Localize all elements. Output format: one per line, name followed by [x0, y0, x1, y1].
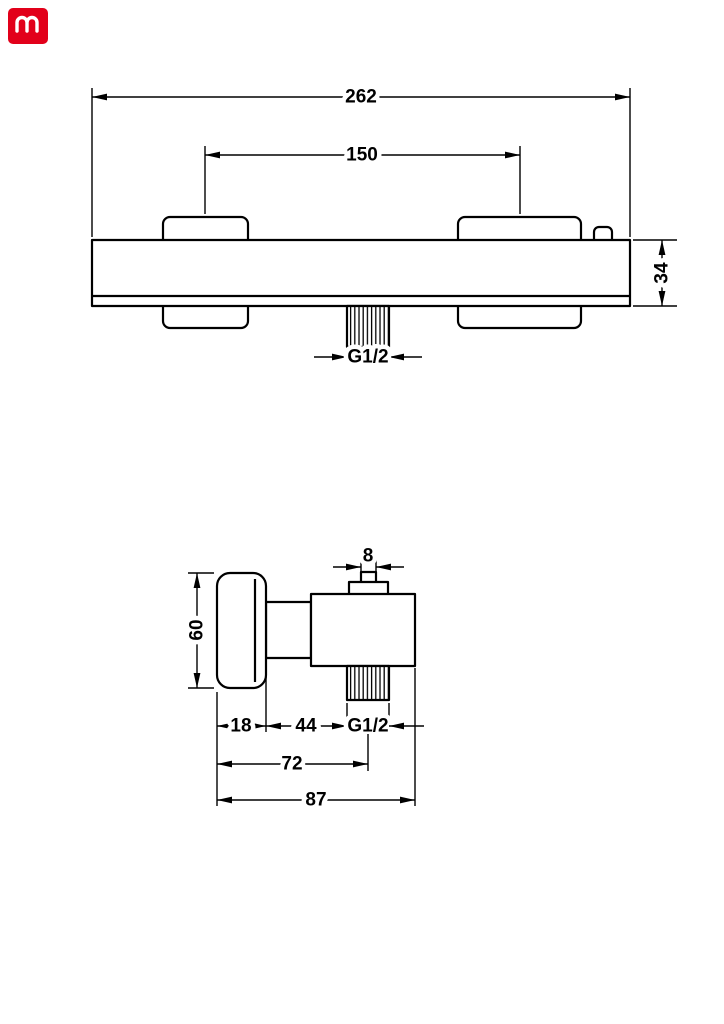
cartridge-stem-side	[264, 600, 313, 660]
dim-overall-depth: 87	[217, 668, 416, 815]
dim-port-axis-depth: 72	[217, 734, 369, 779]
dim-handle-depth-label: 18	[230, 716, 251, 737]
handle-side-profile	[215, 571, 268, 690]
front-view: 262 150 34 G1/2	[90, 82, 677, 372]
mixer-body-side-profile	[309, 592, 417, 668]
outlet-thread-side	[345, 664, 391, 702]
dim-overall-depth-label: 87	[305, 790, 326, 811]
dim-body-height: 34	[633, 239, 677, 307]
dim-overall-width-label: 262	[345, 87, 377, 108]
dim-outlet-thread-front: G1/2	[314, 342, 422, 372]
dim-handle-height: 60	[182, 572, 214, 689]
dim-outlet-thread-front-label: G1/2	[347, 347, 388, 368]
dim-nipple-width: 8	[333, 541, 404, 574]
dim-handle-height-label: 60	[187, 619, 208, 640]
side-view: 8 60 18 44 G1/2	[182, 541, 424, 815]
dim-nipple-width-label: 8	[363, 546, 374, 567]
dim-stem-depth-label: 44	[295, 716, 317, 737]
outlet-thread-front	[345, 304, 391, 349]
dim-outlet-thread-side-label: G1/2	[347, 716, 388, 737]
dim-overall-width: 262	[91, 82, 631, 237]
dim-port-axis-depth-label: 72	[281, 754, 302, 775]
dim-body-height-label: 34	[652, 262, 673, 284]
dim-handle-spacing: 150	[204, 140, 521, 214]
front-view-geometry	[90, 215, 632, 349]
brand-logo	[8, 8, 48, 44]
dim-handle-spacing-label: 150	[346, 145, 378, 166]
brand-logo-monogram-icon	[15, 15, 39, 33]
side-view-geometry	[215, 570, 417, 702]
